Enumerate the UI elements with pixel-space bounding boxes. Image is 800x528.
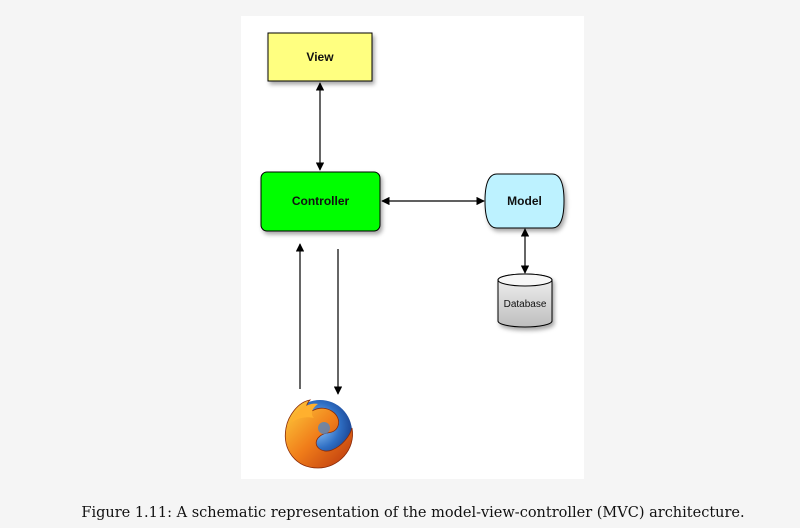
view-label: View	[306, 50, 334, 64]
model-node: Model	[484, 173, 565, 229]
firefox-browser-icon	[284, 399, 353, 469]
figure-caption: Figure 1.11: A schematic representation …	[81, 505, 745, 521]
database-label: Database	[504, 299, 547, 310]
model-label: Model	[507, 194, 542, 208]
controller-label: Controller	[292, 194, 350, 208]
database-node: Database	[497, 273, 553, 328]
view-node: View	[267, 32, 373, 82]
controller-node: Controller	[260, 171, 381, 232]
